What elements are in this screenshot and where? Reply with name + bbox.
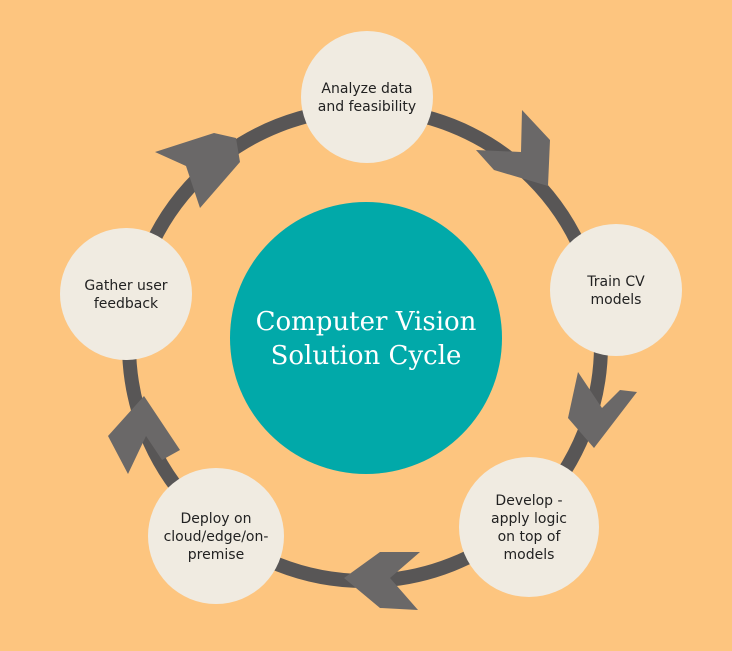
step-node: Train CV models — [550, 224, 682, 356]
step-label-line: cloud/edge/on- — [164, 529, 269, 545]
step-label: Deploy on cloud/edge/on-premise — [164, 511, 269, 563]
step-label-line: Develop - — [495, 493, 562, 509]
step-circle — [148, 468, 284, 604]
step-label: Gather user feedback — [84, 278, 167, 312]
step-label-line: Train CV — [586, 274, 645, 290]
step-node: Analyze data and feasibility — [301, 31, 433, 163]
cycle-arrows — [108, 110, 637, 610]
step-node: Gather user feedback — [60, 228, 192, 360]
step-node: Develop - apply logic on top of models — [459, 457, 599, 597]
step-label-line: on top of — [498, 529, 562, 545]
arrow-icon — [155, 133, 240, 208]
step-label: Train CV models — [586, 274, 645, 308]
arrow-icon — [108, 396, 180, 474]
step-circle — [301, 31, 433, 163]
arrow-icon — [344, 552, 420, 610]
step-label-line: and feasibility — [318, 99, 416, 115]
step-label-line: Gather user — [84, 278, 167, 294]
step-node: Deploy on cloud/edge/on-premise — [148, 468, 284, 604]
step-label-line: apply logic — [491, 511, 567, 527]
step-label: Analyze data and feasibility — [318, 81, 416, 115]
step-label-line: premise — [188, 547, 244, 563]
step-circle — [459, 457, 599, 597]
arrow-icon — [568, 372, 637, 448]
arrow-icon — [476, 110, 550, 186]
center-circle — [230, 202, 502, 474]
step-label-line: models — [504, 547, 555, 563]
step-label-line: models — [591, 292, 642, 308]
step-label: Develop - apply logic on top of models — [491, 493, 567, 563]
step-label-line: feedback — [94, 296, 159, 312]
step-circle — [550, 224, 682, 356]
center-title-line: Solution Cycle — [271, 341, 462, 371]
step-circle — [60, 228, 192, 360]
center-title-line: Computer Vision — [256, 307, 477, 337]
step-label-line: Analyze data — [321, 81, 412, 97]
step-label-line: Deploy on — [181, 511, 252, 527]
